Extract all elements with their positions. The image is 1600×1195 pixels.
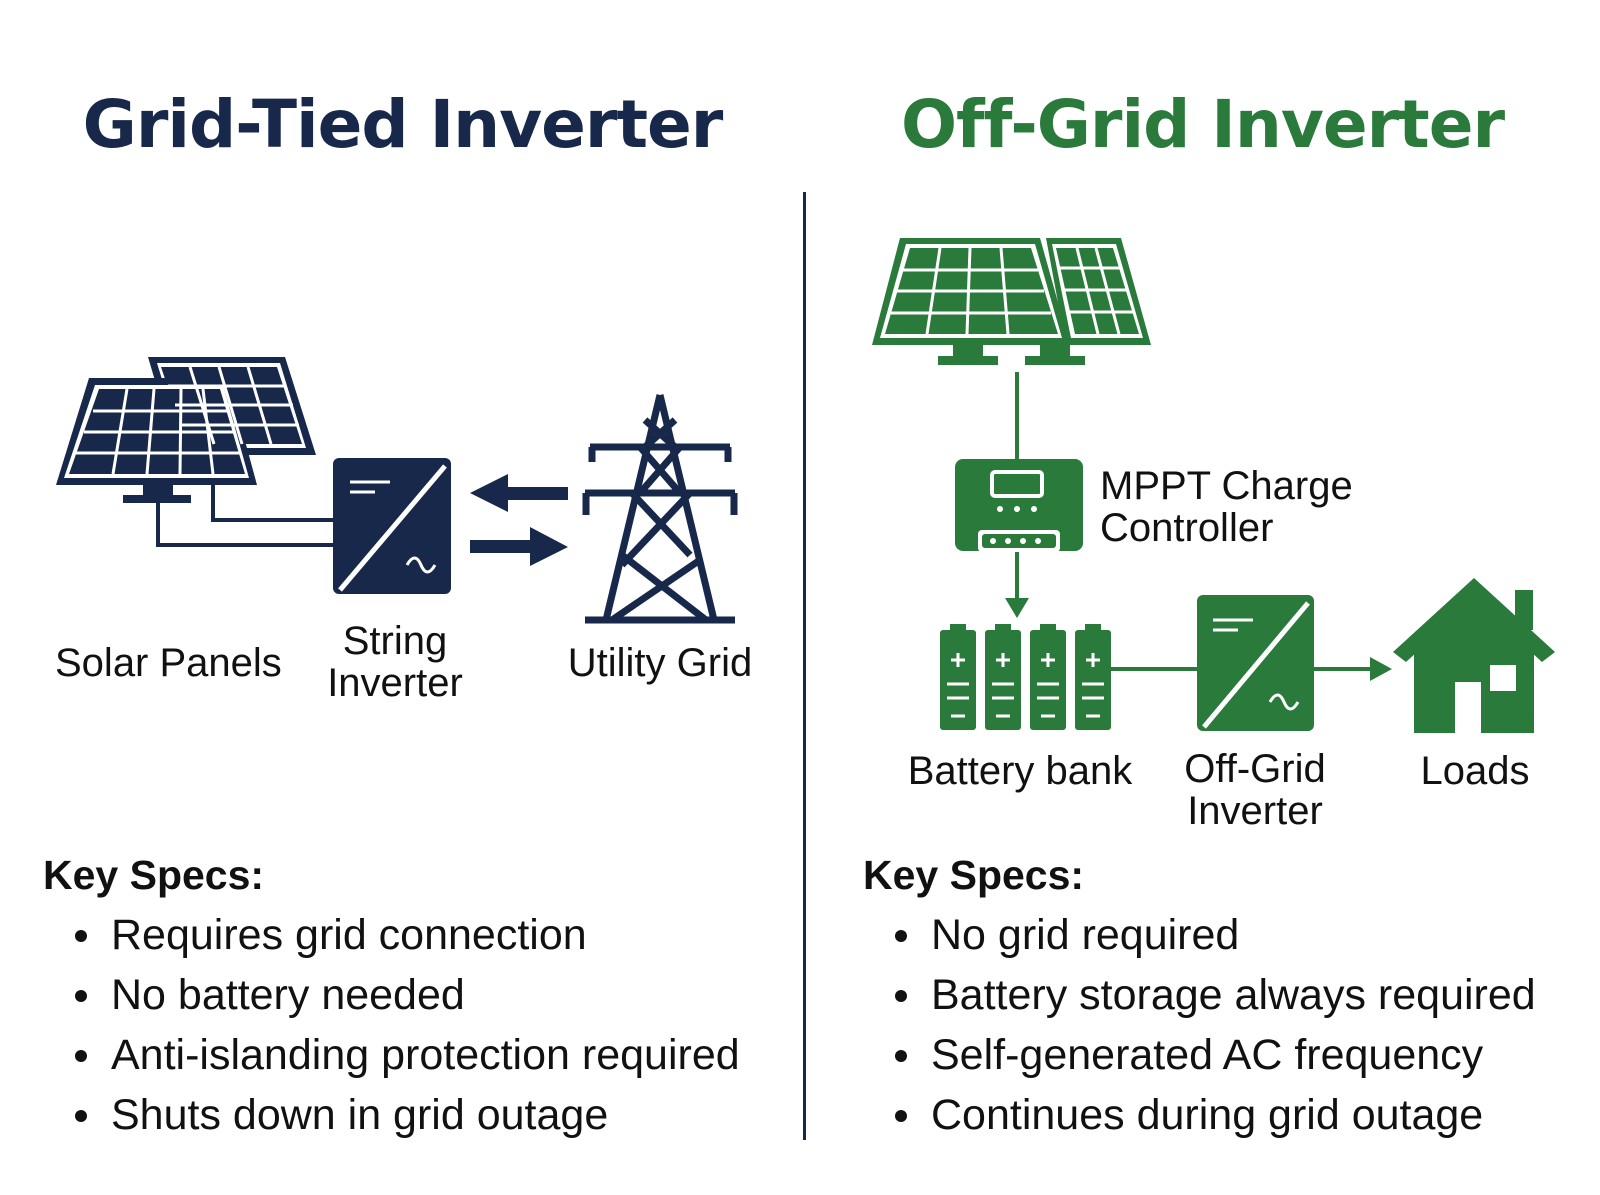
- specs-heading: Key Specs:: [43, 852, 265, 898]
- loads-label: Loads: [1420, 749, 1530, 793]
- battery-bank-label: Battery bank: [907, 749, 1133, 793]
- bullet-icon: [75, 1050, 87, 1062]
- battery-icon: [940, 624, 1111, 730]
- bullet-icon: [75, 930, 87, 942]
- off-grid-inverter-label: Off-Grid Inverter: [1184, 747, 1326, 833]
- transmission-tower-icon: [582, 394, 738, 624]
- list-item: Battery storage always required: [863, 972, 1536, 1018]
- list-item: Continues during grid outage: [863, 1092, 1536, 1138]
- string-inverter-label: String Inverter: [327, 619, 463, 705]
- list-item: Anti-islanding protection required: [43, 1032, 740, 1078]
- list-item: No battery needed: [43, 972, 740, 1018]
- off-grid-specs: Key Specs: No grid required Battery stor…: [863, 852, 1536, 1152]
- section-divider: [803, 192, 806, 1140]
- inverter-icon: [333, 458, 451, 594]
- grid-tied-title: Grid-Tied Inverter: [82, 86, 724, 163]
- inverter-icon: [1197, 595, 1314, 731]
- list-item: Requires grid connection: [43, 912, 740, 958]
- bullet-icon: [895, 1050, 907, 1062]
- bidirectional-arrows-icon: [470, 474, 568, 566]
- list-item: Shuts down in grid outage: [43, 1092, 740, 1138]
- charge-controller-label: MPPT Charge Controller: [1100, 464, 1353, 550]
- list-item: Self-generated AC frequency: [863, 1032, 1536, 1078]
- list-item: No grid required: [863, 912, 1536, 958]
- bullet-icon: [895, 990, 907, 1002]
- bullet-icon: [895, 1110, 907, 1122]
- house-icon: [1393, 578, 1555, 733]
- grid-tied-specs: Key Specs: Requires grid connection No b…: [43, 852, 740, 1152]
- utility-grid-label: Utility Grid: [567, 641, 753, 685]
- specs-heading: Key Specs:: [863, 852, 1085, 898]
- charge-controller-icon: [955, 459, 1083, 552]
- solar-panel-icon: [872, 238, 1070, 365]
- solar-panel-icon: [1025, 238, 1151, 365]
- off-grid-title: Off-Grid Inverter: [900, 86, 1505, 163]
- bullet-icon: [75, 1110, 87, 1122]
- bullet-icon: [895, 930, 907, 942]
- solar-panels-label: Solar Panels: [55, 641, 282, 685]
- bullet-icon: [75, 990, 87, 1002]
